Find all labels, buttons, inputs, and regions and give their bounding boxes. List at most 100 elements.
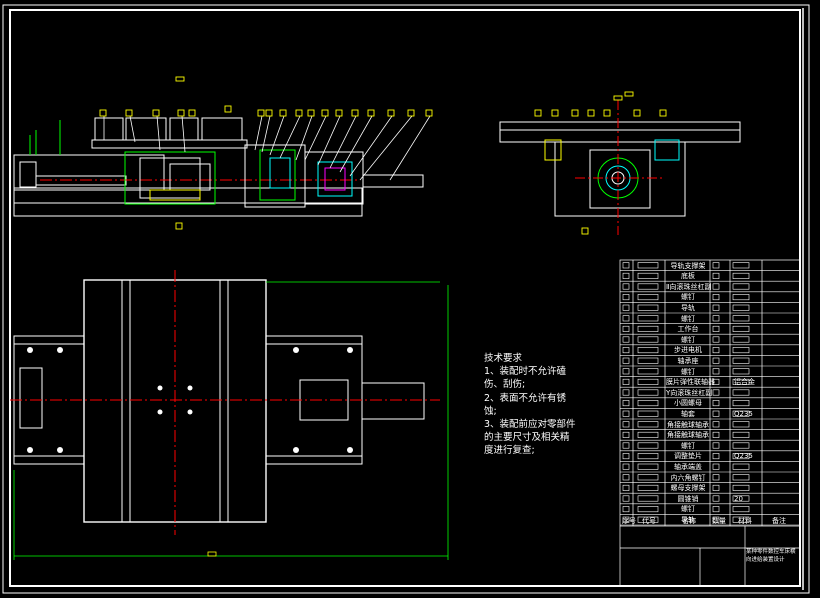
parts-cell-box bbox=[622, 389, 630, 396]
parts-row-name: 工作台 bbox=[677, 325, 699, 334]
parts-cell-box bbox=[732, 516, 750, 523]
parts-cell-box bbox=[712, 325, 720, 332]
parts-cell-box bbox=[637, 484, 659, 491]
parts-cell-box bbox=[637, 421, 659, 428]
side-view-balloons bbox=[534, 91, 667, 235]
parts-cell-box bbox=[732, 262, 750, 269]
parts-cell-box bbox=[712, 304, 720, 311]
tech-line: 伤、刮伤; bbox=[484, 379, 526, 391]
header-remark: 备注 bbox=[772, 517, 786, 525]
parts-row-name: Y向滚珠丝杠副 bbox=[666, 388, 713, 397]
parts-cell-box bbox=[637, 325, 659, 332]
parts-cell-box bbox=[637, 315, 659, 322]
parts-cell-box bbox=[732, 463, 750, 470]
parts-row-name: 轴承座 bbox=[677, 356, 699, 365]
front-section-view bbox=[13, 117, 424, 217]
parts-cell-box bbox=[712, 506, 720, 513]
parts-cell-box bbox=[622, 304, 630, 311]
parts-row-name: 膜片弹性联轴器 bbox=[666, 378, 715, 387]
parts-row-name: 角接触球轴承 bbox=[667, 420, 709, 429]
parts-row-name: 螺钉 bbox=[681, 335, 695, 344]
parts-cell-box bbox=[637, 336, 659, 343]
parts-cell-box bbox=[622, 378, 630, 385]
parts-cell-box bbox=[637, 378, 659, 385]
parts-cell-box bbox=[732, 378, 750, 385]
parts-row-name: 圆锥销 bbox=[677, 494, 699, 503]
header-no: 序号 bbox=[622, 517, 636, 525]
parts-cell-box bbox=[622, 474, 630, 481]
parts-row-material: Q235 bbox=[734, 452, 753, 461]
parts-cell-box bbox=[712, 474, 720, 481]
header-material: 材料 bbox=[738, 517, 752, 525]
parts-row-name: 螺钉 bbox=[681, 441, 695, 450]
parts-cell-box bbox=[622, 368, 630, 375]
parts-cell-box bbox=[712, 262, 720, 269]
parts-cell-box bbox=[712, 463, 720, 470]
parts-cell-box bbox=[622, 410, 630, 417]
parts-cell-box bbox=[732, 400, 750, 407]
parts-cell-box bbox=[637, 442, 659, 449]
parts-row-name: 内六角螺钉 bbox=[670, 473, 706, 482]
parts-row-material: 20 bbox=[734, 494, 743, 503]
parts-cell-box bbox=[712, 400, 720, 407]
header-code: 代号 bbox=[642, 517, 656, 525]
parts-cell-box bbox=[712, 368, 720, 375]
parts-row-name: 底板 bbox=[681, 272, 695, 281]
parts-cell-box bbox=[637, 453, 659, 460]
parts-cell-box bbox=[732, 357, 750, 364]
parts-row-name: 角接触球轴承 bbox=[667, 431, 709, 440]
parts-cell-box bbox=[712, 453, 720, 460]
parts-row-name: 螺钉 bbox=[681, 293, 695, 302]
parts-cell-box bbox=[712, 283, 720, 290]
parts-row-material: 铝合金 bbox=[734, 378, 755, 387]
plan-view-holes bbox=[27, 347, 353, 453]
parts-cell-box bbox=[732, 506, 750, 513]
tech-line: 2、表面不允许有锈 bbox=[484, 392, 567, 404]
tech-line: 度进行复查; bbox=[484, 445, 535, 457]
parts-cell-box bbox=[732, 315, 750, 322]
parts-cell-box bbox=[712, 484, 720, 491]
tech-line: 1、装配时不允许磕 bbox=[484, 366, 567, 378]
parts-cell-box bbox=[712, 315, 720, 322]
plan-view-dimensions bbox=[13, 281, 449, 560]
parts-cell-box bbox=[732, 389, 750, 396]
parts-cell-box bbox=[712, 410, 720, 417]
parts-cell-box bbox=[622, 325, 630, 332]
parts-cell-box bbox=[622, 336, 630, 343]
parts-cell-box bbox=[637, 304, 659, 311]
parts-cell-box bbox=[712, 378, 720, 385]
parts-cell-box bbox=[637, 431, 659, 438]
parts-row-name: 螺母支撑架 bbox=[670, 484, 706, 493]
parts-cell-box bbox=[637, 474, 659, 481]
parts-cell-box bbox=[732, 283, 750, 290]
parts-row-name: 导轨 bbox=[681, 515, 695, 524]
parts-cell-box bbox=[622, 421, 630, 428]
parts-cell-box bbox=[732, 368, 750, 375]
parts-cell-box bbox=[622, 283, 630, 290]
parts-cell-box bbox=[712, 347, 720, 354]
parts-cell-box bbox=[712, 294, 720, 301]
parts-cell-box bbox=[732, 347, 750, 354]
parts-cell-box bbox=[637, 410, 659, 417]
parts-cell-box bbox=[622, 294, 630, 301]
parts-cell-box bbox=[637, 272, 659, 279]
front-view-balloons bbox=[99, 76, 433, 230]
header-qty: 数量 bbox=[712, 517, 726, 525]
parts-cell-box bbox=[637, 463, 659, 470]
parts-row-name: 螺钉 bbox=[681, 505, 695, 514]
parts-cell-box bbox=[622, 272, 630, 279]
parts-cell-box bbox=[732, 474, 750, 481]
front-view-leaders bbox=[103, 115, 431, 181]
parts-cell-box bbox=[622, 442, 630, 449]
parts-cell-box bbox=[732, 495, 750, 502]
parts-cell-box bbox=[637, 400, 659, 407]
parts-cell-box bbox=[732, 484, 750, 491]
parts-cell-box bbox=[732, 272, 750, 279]
parts-cell-box bbox=[637, 357, 659, 364]
parts-row-material: Q235 bbox=[734, 409, 753, 418]
tech-line: 蚀; bbox=[484, 405, 497, 417]
plan-view bbox=[10, 270, 440, 535]
parts-cell-box bbox=[622, 453, 630, 460]
title-block-title: 某种零件数控车床横向进给装置设计 bbox=[746, 549, 796, 563]
parts-cell-box bbox=[732, 294, 750, 301]
